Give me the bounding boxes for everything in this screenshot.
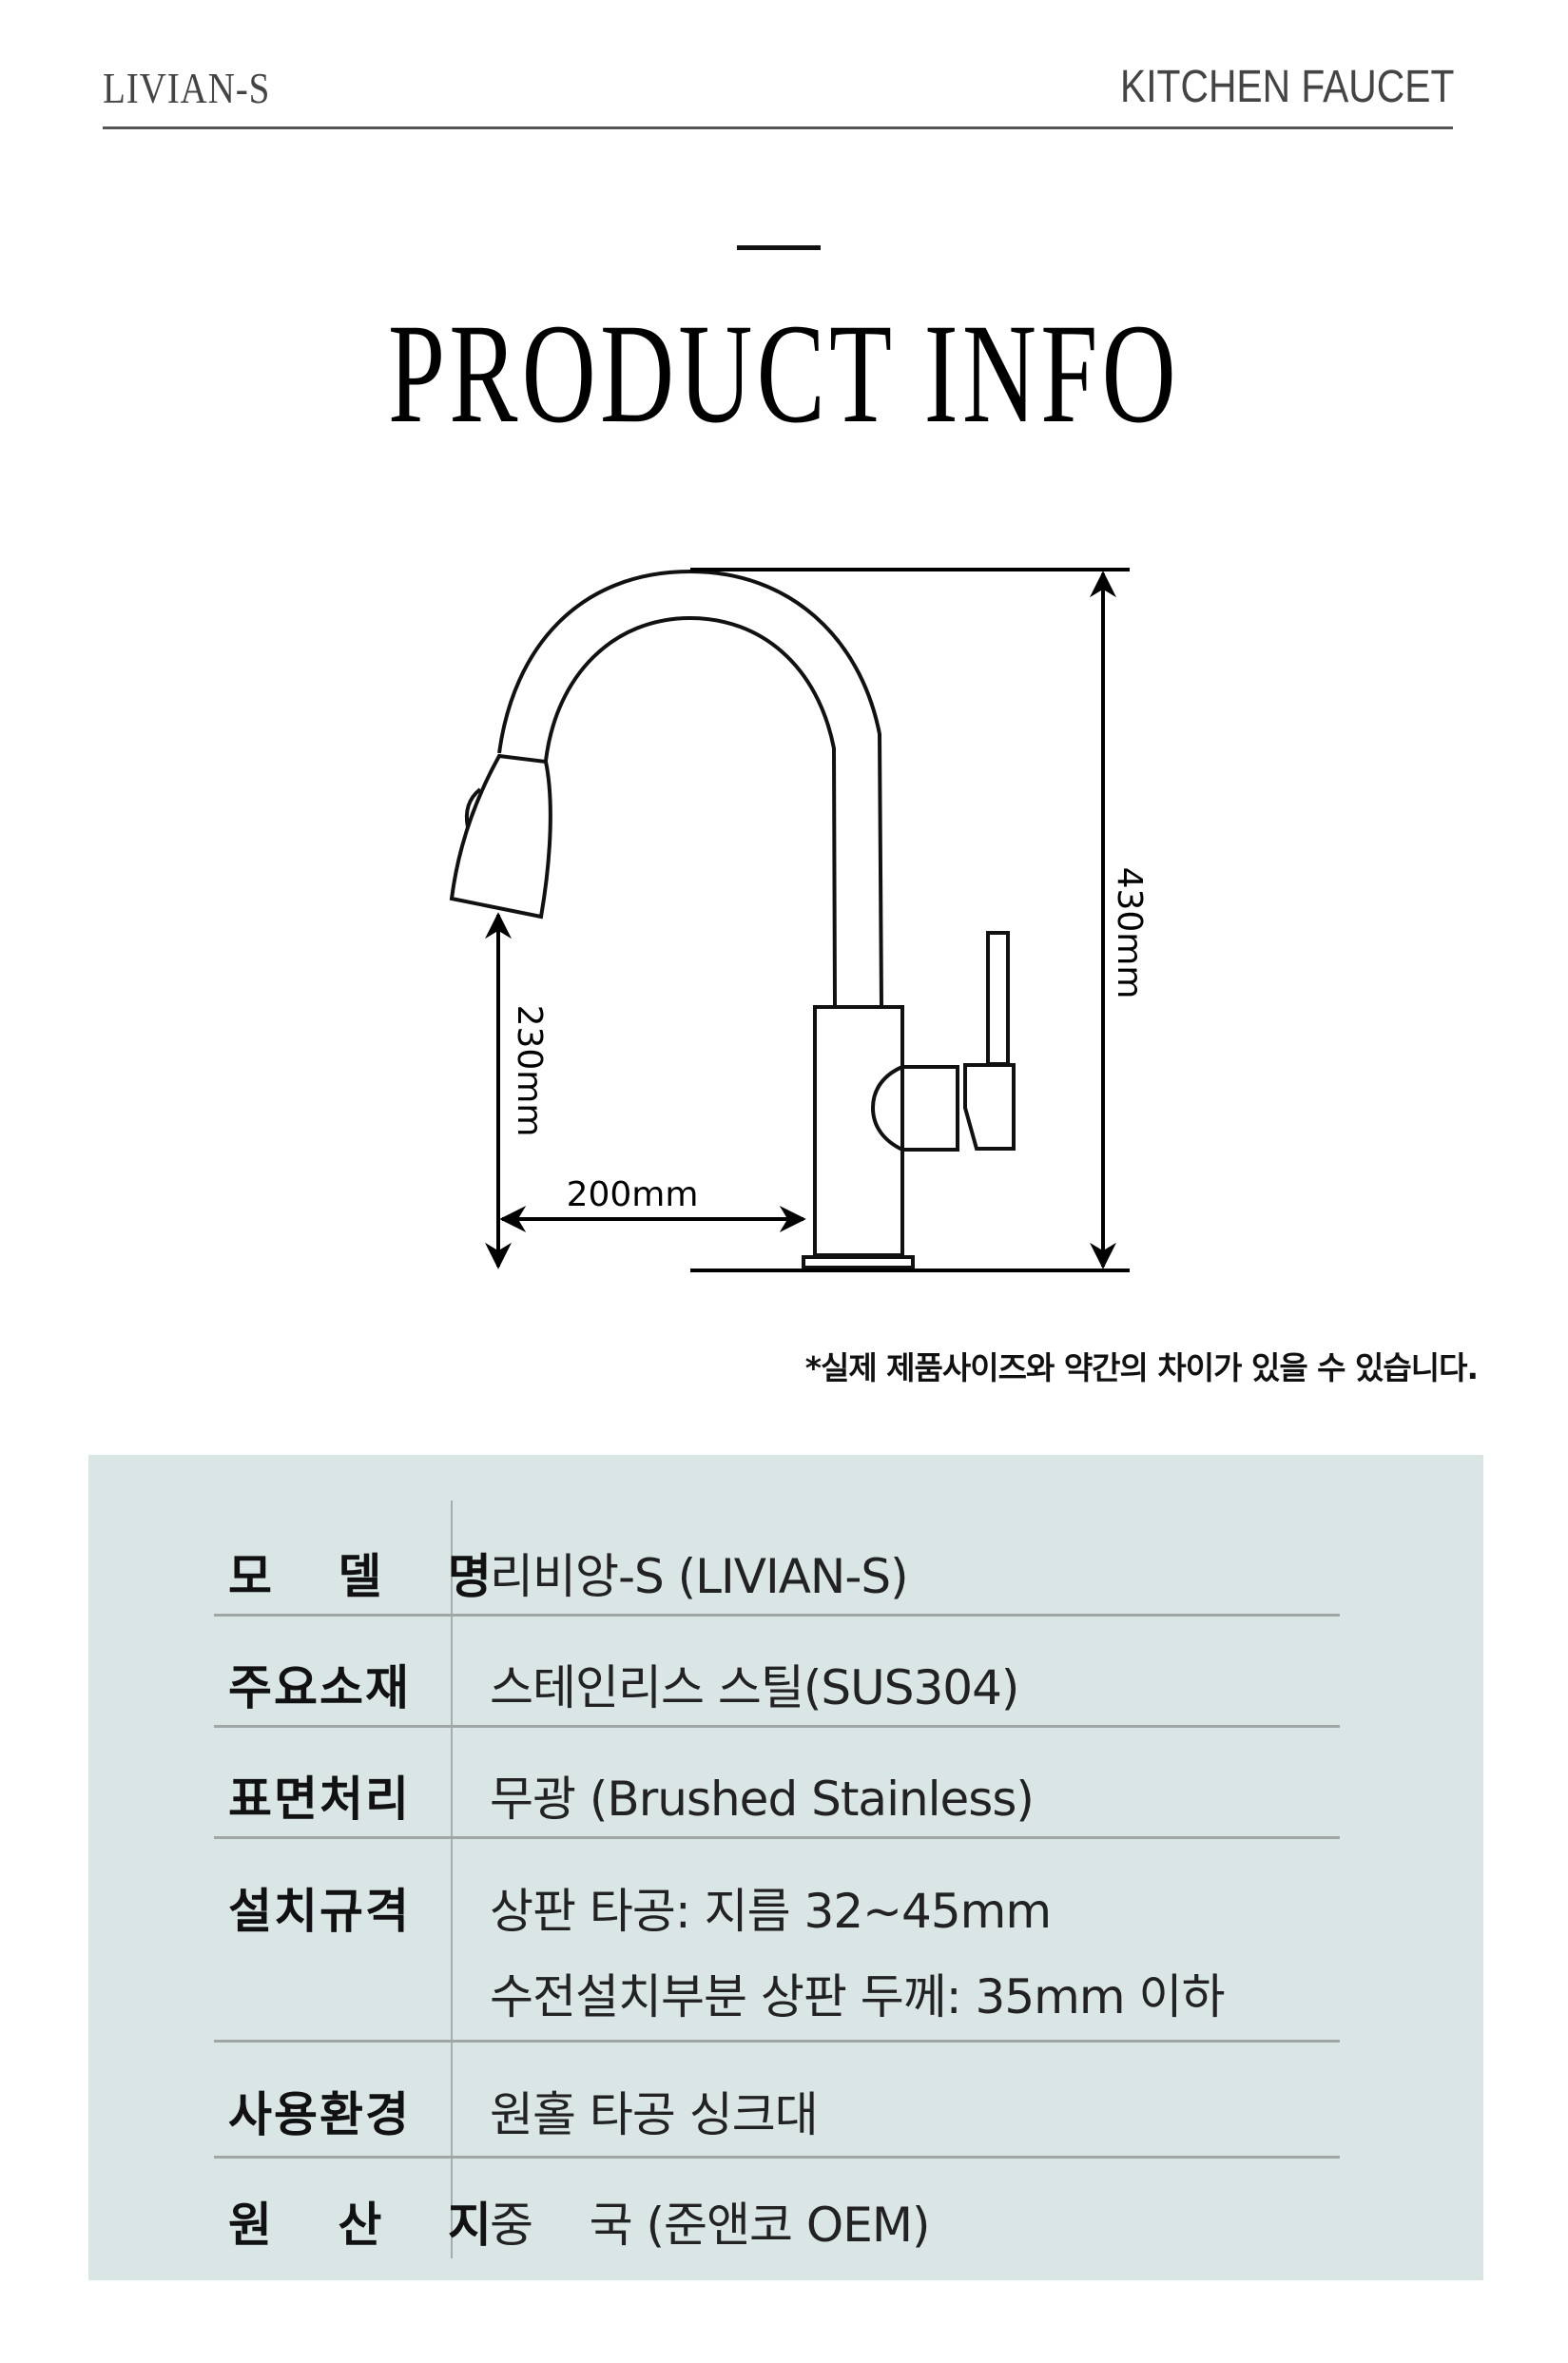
table-column-divider	[451, 1501, 453, 2258]
faucet-outline	[449, 569, 1016, 1269]
spec-label-material: 주요소재	[228, 1660, 411, 1715]
spec-value-model: 리비앙-S (LIVIAN-S)	[490, 1549, 909, 1604]
spec-label-environment: 사용환경	[228, 2087, 411, 2142]
spec-label-installation: 설치규격	[228, 1884, 411, 1939]
spec-value-origin: 중 국 (준앤코 OEM)	[490, 2198, 930, 2253]
row-divider	[214, 1614, 1340, 1617]
spec-label-model: 모 델 명	[228, 1549, 516, 1604]
reach-label: 200mm	[567, 1175, 699, 1214]
spec-value-installation-hole: 상판 타공: 지름 32~45mm	[490, 1884, 1052, 1939]
faucet-dimension-diagram: 430mm 230mm 200mm	[449, 568, 1149, 1272]
row-divider	[214, 2040, 1340, 2043]
spec-label-origin: 원 산 지	[228, 2198, 516, 2253]
row-divider	[214, 2156, 1340, 2159]
spec-value-environment: 원홀 타공 싱크대	[490, 2087, 819, 2142]
row-divider	[214, 1725, 1340, 1728]
spout-height-label: 230mm	[510, 1005, 549, 1137]
brand-name: LIVIAN-S	[103, 64, 271, 112]
page-title: PRODUCT INFO	[388, 295, 1180, 453]
spec-value-finish: 무광 (Brushed Stainless)	[490, 1772, 1035, 1827]
header-divider	[103, 126, 1453, 129]
product-category: KITCHEN FAUCET	[1119, 62, 1454, 112]
spec-table	[88, 1455, 1483, 2280]
spec-value-installation-thickness: 수전설치부분 상판 두께: 35mm 이하	[490, 1969, 1225, 2024]
title-dash	[737, 245, 821, 250]
dimension-lines	[485, 568, 1130, 1272]
row-divider	[214, 1836, 1340, 1839]
size-disclaimer: *실제 제품사이즈와 약간의 차이가 있을 수 있습니다.	[804, 1349, 1479, 1386]
spec-label-finish: 표면처리	[228, 1772, 411, 1827]
height-label: 430mm	[1110, 867, 1149, 999]
spec-value-material: 스테인리스 스틸(SUS304)	[490, 1660, 1019, 1715]
